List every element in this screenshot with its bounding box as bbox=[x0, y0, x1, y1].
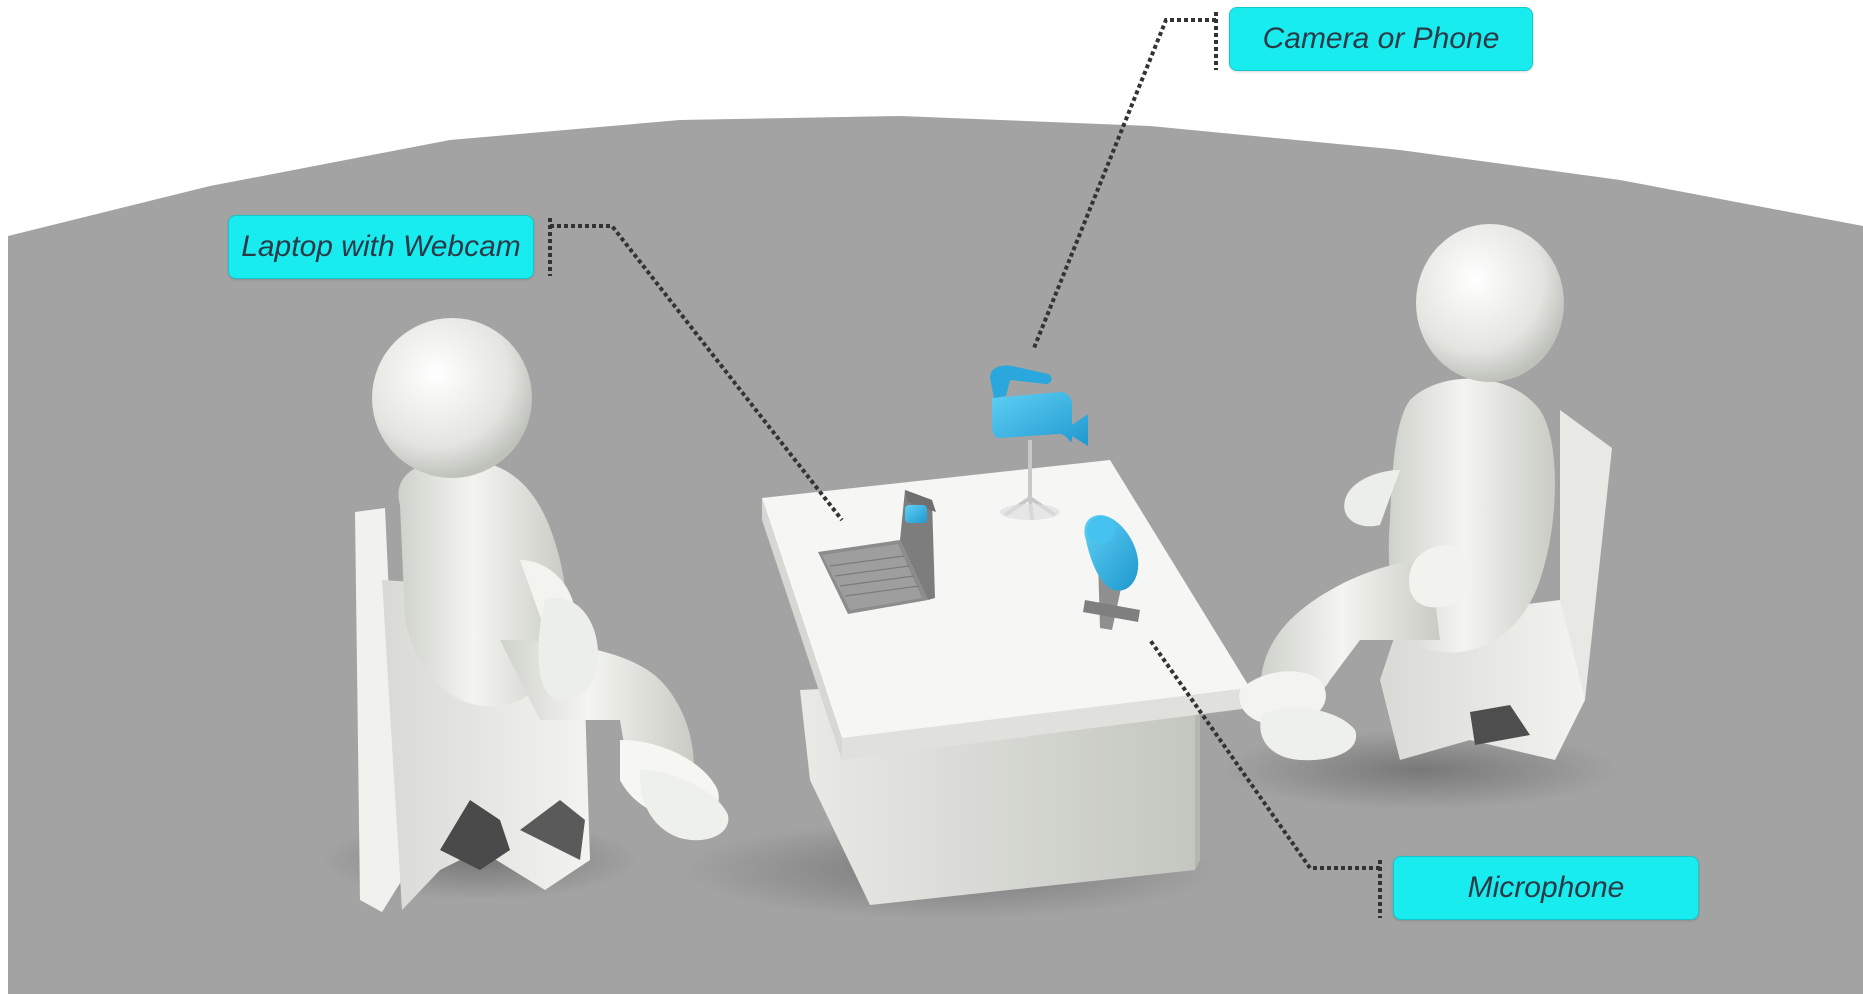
laptop-device bbox=[818, 490, 936, 614]
camera-or-phone-label: Camera or Phone bbox=[1229, 7, 1533, 71]
right-person bbox=[1239, 224, 1564, 761]
microphone-label: Microphone bbox=[1393, 856, 1699, 920]
left-person-head bbox=[372, 318, 532, 478]
camera-device bbox=[990, 365, 1088, 521]
microphone-leader-line bbox=[1148, 638, 1382, 918]
laptop-leader-line bbox=[548, 218, 844, 522]
video-camera-icon bbox=[992, 392, 1088, 446]
table bbox=[762, 460, 1250, 905]
left-person bbox=[372, 318, 729, 841]
camera-leader-line bbox=[1032, 12, 1218, 349]
webcam-icon bbox=[905, 505, 927, 523]
laptop-with-webcam-label: Laptop with Webcam bbox=[228, 215, 534, 279]
microphone-device bbox=[1083, 515, 1140, 630]
right-person-head bbox=[1416, 224, 1564, 382]
leader-lines bbox=[548, 12, 1382, 918]
